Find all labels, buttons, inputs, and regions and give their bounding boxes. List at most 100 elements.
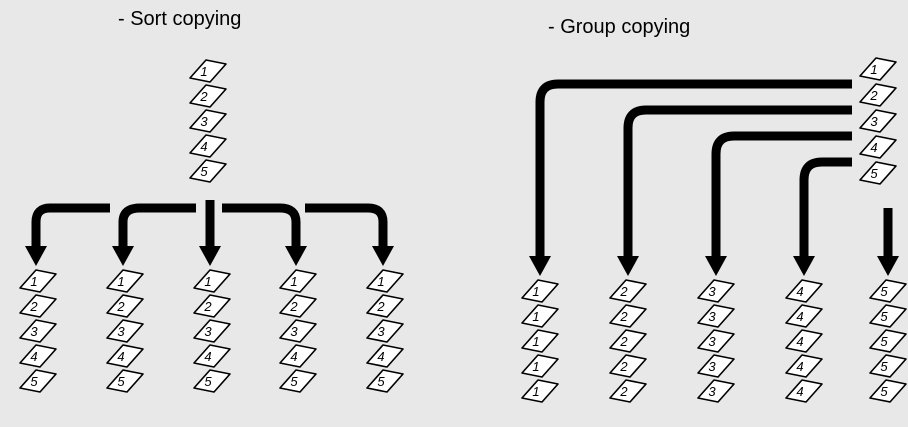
paper-sheet <box>106 319 144 343</box>
paper-sheet <box>609 329 647 353</box>
sheet: 1 <box>521 304 559 328</box>
sort-arrow-2 <box>112 203 196 266</box>
page-number: 5 <box>880 334 888 349</box>
sheet: 5 <box>106 369 144 393</box>
arrow-head <box>372 246 394 266</box>
sheet: 5 <box>869 379 907 403</box>
paper-sheet <box>193 369 231 393</box>
sheet: 5 <box>193 369 231 393</box>
paper-sheet <box>869 279 907 303</box>
sheet: 1 <box>193 269 231 293</box>
sheet: 5 <box>869 354 907 378</box>
sheet: 4 <box>859 135 897 159</box>
page-number: 4 <box>796 284 803 299</box>
page-number: 5 <box>377 374 385 389</box>
page-number: 4 <box>870 140 877 155</box>
sort-copying-title: - Sort copying <box>118 8 242 30</box>
sheet: 2 <box>106 294 144 318</box>
sheet: 2 <box>609 304 647 328</box>
sheet: 1 <box>521 329 559 353</box>
paper-sheet <box>106 369 144 393</box>
paper-sheet <box>785 329 823 353</box>
paper-sheet <box>609 354 647 378</box>
sheet: 5 <box>869 329 907 353</box>
paper-sheet <box>279 319 317 343</box>
group-arrow-2 <box>617 105 852 276</box>
sheet: 4 <box>785 304 823 328</box>
page-number: 1 <box>532 309 539 324</box>
page-number: 5 <box>200 164 208 179</box>
paper-sheet <box>279 269 317 293</box>
page-number: 2 <box>289 299 298 314</box>
paper-sheet <box>19 319 57 343</box>
page-number: 1 <box>532 284 539 299</box>
sheet: 3 <box>697 279 735 303</box>
page-number: 4 <box>290 349 297 364</box>
page-number: 3 <box>708 359 716 374</box>
paper-sheet <box>193 344 231 368</box>
group-arrow-5 <box>877 208 899 276</box>
page-number: 1 <box>532 334 539 349</box>
arrow-head <box>617 256 639 276</box>
paper-sheet <box>189 159 227 183</box>
paper-sheet <box>521 379 559 403</box>
sheet: 2 <box>609 279 647 303</box>
group-arrow-3 <box>705 131 852 276</box>
sheet: 1 <box>521 379 559 403</box>
sheet: 3 <box>859 109 897 133</box>
paper-sheet <box>366 269 404 293</box>
paper-sheet <box>193 319 231 343</box>
sheet: 1 <box>859 57 897 81</box>
page-number: 3 <box>377 324 385 339</box>
arrow-head <box>705 256 727 276</box>
sheet: 3 <box>193 319 231 343</box>
sheet: 4 <box>193 344 231 368</box>
page-number: 1 <box>290 274 297 289</box>
page-number: 4 <box>796 359 803 374</box>
paper-sheet <box>609 304 647 328</box>
page-number: 4 <box>117 349 124 364</box>
page-number: 2 <box>376 299 385 314</box>
page-number: 3 <box>117 324 125 339</box>
sheet: 2 <box>279 294 317 318</box>
arrow-line <box>31 203 110 246</box>
paper-sheet <box>785 279 823 303</box>
page-number: 2 <box>116 299 125 314</box>
paper-sheet <box>521 279 559 303</box>
page-number: 2 <box>619 334 628 349</box>
arrow-line <box>711 131 852 256</box>
paper-sheet <box>193 294 231 318</box>
page-number: 5 <box>880 284 888 299</box>
paper-sheet <box>366 369 404 393</box>
paper-sheet <box>521 304 559 328</box>
page-number: 3 <box>708 384 716 399</box>
paper-sheet <box>189 109 227 133</box>
sheet: 3 <box>279 319 317 343</box>
page-number: 2 <box>29 299 38 314</box>
sheet: 5 <box>869 304 907 328</box>
page-number: 3 <box>204 324 212 339</box>
sheet: 4 <box>106 344 144 368</box>
page-number: 2 <box>203 299 212 314</box>
page-number: 1 <box>30 274 37 289</box>
paper-sheet <box>859 57 897 81</box>
paper-sheet <box>869 379 907 403</box>
page-number: 2 <box>199 89 208 104</box>
page-number: 3 <box>30 324 38 339</box>
paper-sheet <box>859 83 897 107</box>
page-number: 3 <box>708 284 716 299</box>
sheet: 2 <box>609 379 647 403</box>
sheet: 3 <box>366 319 404 343</box>
page-number: 4 <box>377 349 384 364</box>
paper-sheet <box>19 269 57 293</box>
sheet: 2 <box>609 354 647 378</box>
arrow-head <box>199 246 221 266</box>
paper-sheet <box>19 344 57 368</box>
sheet: 1 <box>19 269 57 293</box>
